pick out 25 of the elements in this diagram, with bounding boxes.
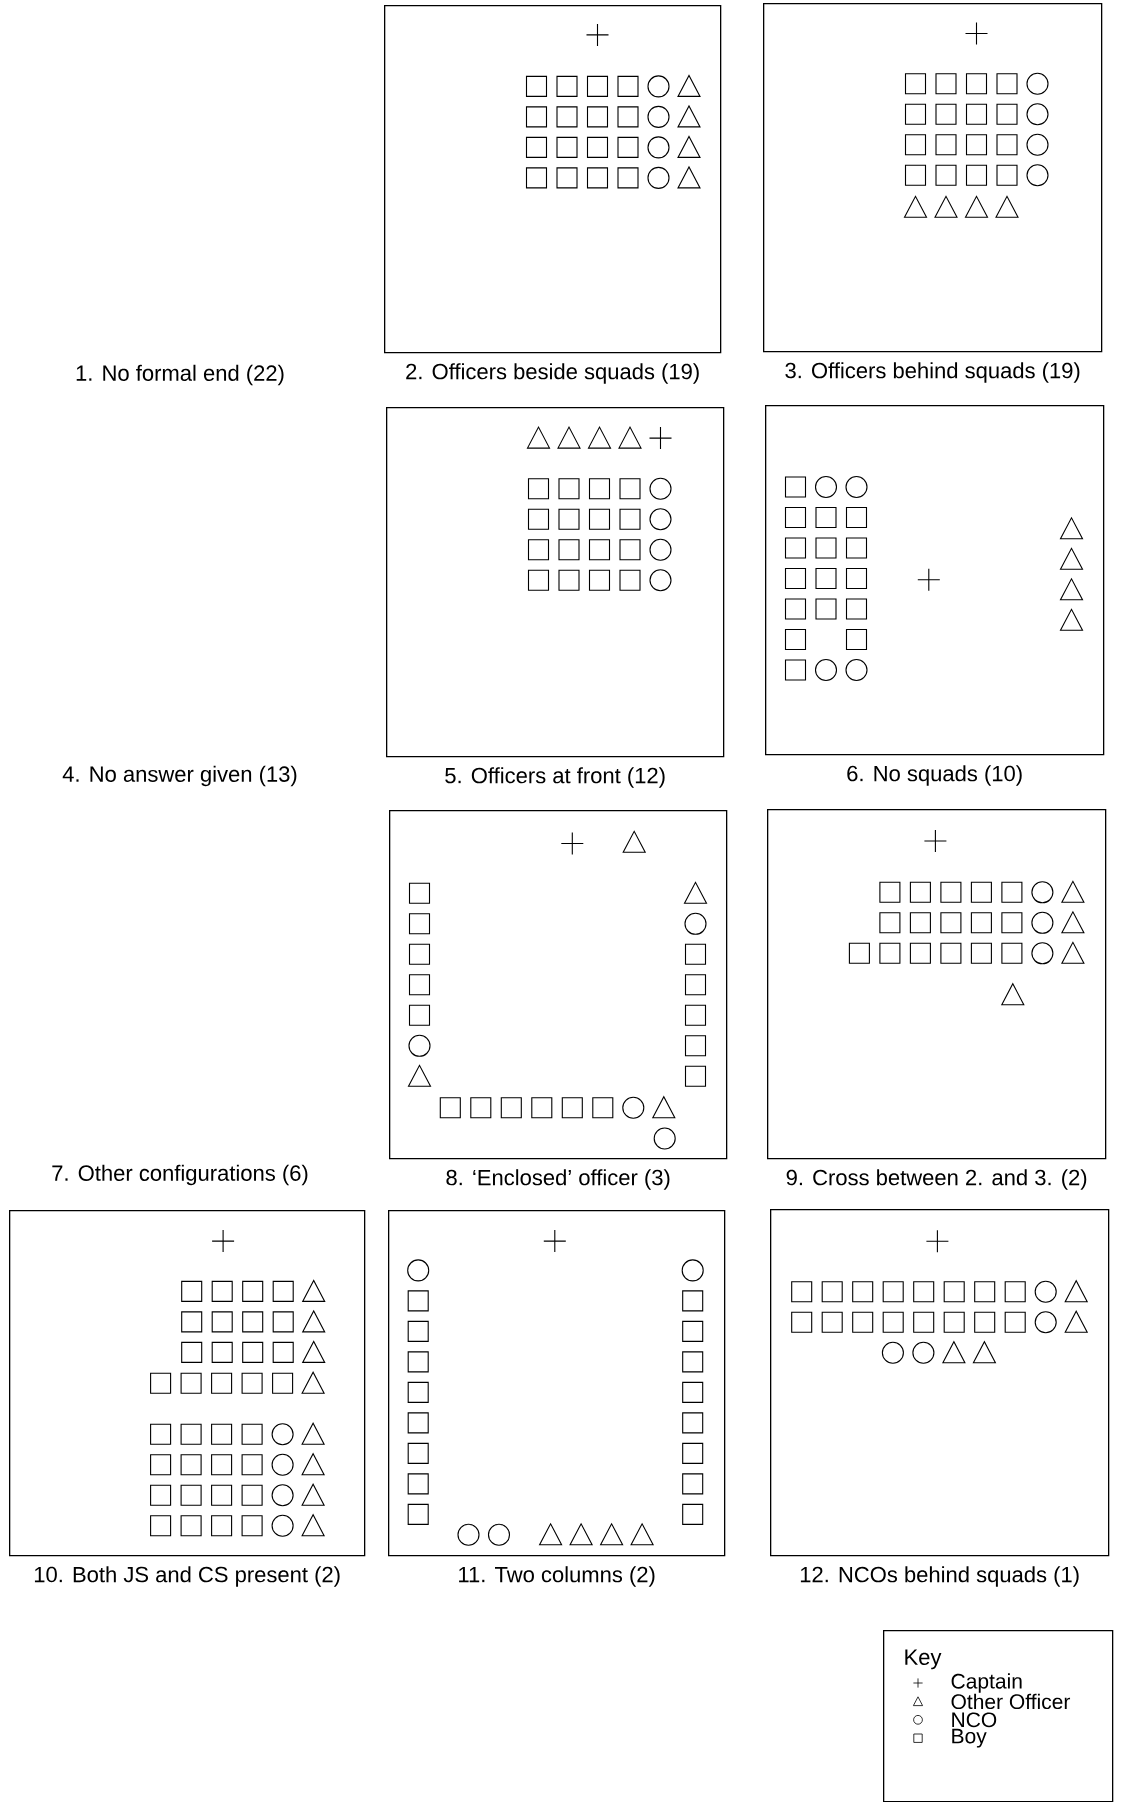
formation-panel: 11. Two columns (2) — [388, 1210, 726, 1587]
node-label: 11. Two columns (2) — [459, 1566, 655, 1587]
panel-caption: 1. No formal end (22) — [76, 364, 284, 386]
formation-panel: 10. Both JS and CS present (2) — [9, 1210, 366, 1587]
legend-label: Captain — [951, 1673, 1022, 1693]
node-label: 2. Officers beside squads (19) — [406, 363, 699, 384]
node-label: 12. NCOs behind squads (1) — [800, 1566, 1079, 1587]
node-label: 8. ‘Enclosed’ officer (3) — [446, 1169, 670, 1190]
formation-panel: 8. ‘Enclosed’ officer (3) — [389, 810, 728, 1190]
formation-panel: 3. Officers behind squads (19) — [763, 3, 1103, 383]
legend-label: Boy — [952, 1728, 987, 1748]
panel-caption: 7. Other configurations (6) — [52, 1164, 308, 1186]
legend-label: Other Officer — [951, 1693, 1071, 1710]
node-label: 9. Cross between 2. and 3. (2) — [786, 1169, 1087, 1190]
formation-panel: 12. NCOs behind squads (1) — [770, 1209, 1110, 1587]
node-label: 3. Officers behind squads (19) — [785, 362, 1080, 383]
formation-panel: 2. Officers beside squads (19) — [384, 5, 722, 384]
formation-panel: 5. Officers at front (12) — [386, 407, 725, 788]
panel-caption: 4. No answer given (13) — [62, 765, 297, 787]
node-label: 6. No squads (10) — [847, 765, 1022, 786]
node-label: 5. Officers at front (12) — [445, 767, 665, 788]
formation-panel: 6. No squads (10) — [765, 405, 1105, 786]
formation-panel: 9. Cross between 2. and 3. (2) — [767, 809, 1107, 1190]
legend-label: NCO — [952, 1712, 997, 1728]
node-label: 10. Both JS and CS present (2) — [34, 1566, 340, 1587]
